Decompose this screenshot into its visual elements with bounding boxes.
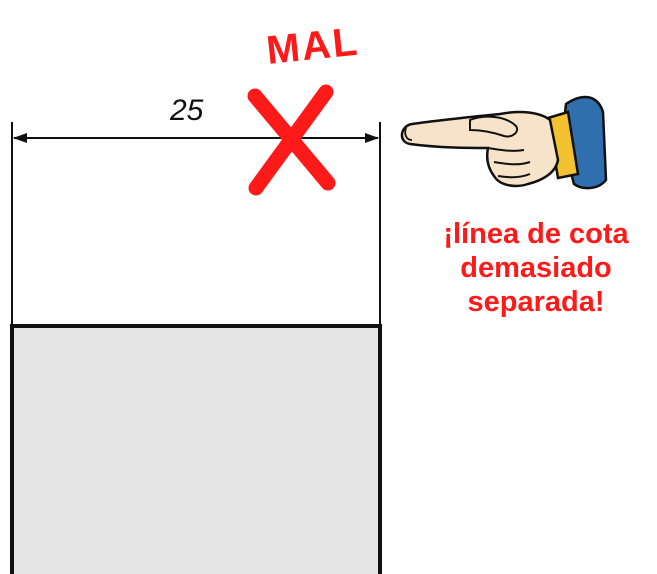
verdict-label: MAL: [264, 20, 361, 73]
warning-line-3: separada!: [467, 286, 604, 318]
pointing-hand-icon: [400, 95, 608, 190]
warning-line-1: ¡línea de cota: [443, 218, 629, 250]
part-rectangle: [10, 324, 382, 574]
dimension-value: 25: [169, 94, 204, 127]
warning-line-2: demasiado: [460, 252, 612, 284]
x-mark-icon: [247, 84, 336, 196]
